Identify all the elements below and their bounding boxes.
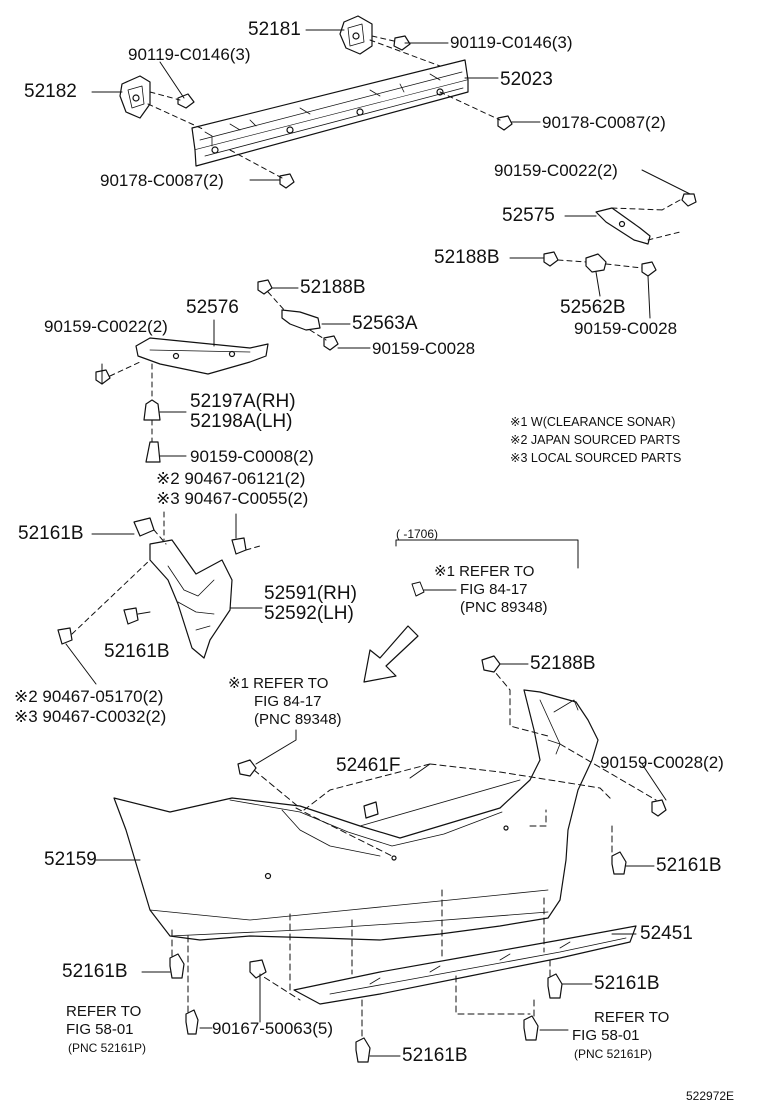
label-90119-c0146-top: 90119-C0146(3) [450,33,573,52]
label-52592: 52592(LH) [264,603,354,624]
ref1-line2: FIG 84-17 [460,581,528,598]
label-52188b-right: 52188B [434,247,500,268]
label-90159-c0008: 90159-C0008(2) [190,447,314,466]
bracket-52576 [95,319,269,401]
label-52461f: 52461F [336,755,401,776]
bracket-52181 [339,15,373,55]
label-52198a: 52198A(LH) [190,411,293,432]
label-52591: 52591(RH) [264,583,357,604]
note-2: ※2 JAPAN SOURCED PARTS [510,433,681,447]
direction-arrow [363,625,419,683]
note-3: ※3 LOCAL SOURCED PARTS [510,451,682,465]
label-52161b-c: 52161B [656,855,722,876]
dashed-leaders-bumper [171,665,657,1047]
ref4-line3: (PNC 52161P) [574,1047,653,1061]
label-90119-c0146-left: 90119-C0146(3) [128,45,251,64]
reinforcement-beam [191,59,469,167]
ref3-line1: REFER TO [66,1003,142,1020]
dashed-leaders-top [147,35,501,179]
label-52161b-b: 52161B [104,641,170,662]
ref4-line1: REFER TO [594,1009,670,1026]
label-90167-50063: 90167-50063(5) [212,1019,333,1038]
leader-lines-top [91,29,541,181]
label-90159-c0028-right: 90159-C0028 [574,319,678,338]
label-52181: 52181 [248,19,301,40]
figure-id: 522972E [686,1089,735,1103]
note-1: ※1 W(CLEARANCE SONAR) [510,415,676,429]
label-52161b-e: 52161B [594,973,660,994]
label-90467-c0032: ※3 90467-C0032(2) [14,707,167,726]
label-52451: 52451 [640,923,693,944]
leader-lines-bumper [95,663,667,1057]
bolts-upper [177,35,513,189]
ref1-line3: (PNC 89348) [460,599,548,616]
label-52575: 52575 [502,205,555,226]
label-90159-c0022-right: 90159-C0022(2) [494,161,618,180]
label-bracket-range: ( -1706) [396,527,439,541]
ref3-line3: (PNC 52161P) [68,1041,147,1055]
bracket-52563a [257,279,371,351]
ref2-line1: ※1 REFER TO [228,675,329,692]
label-90178-c0087-right: 90178-C0087(2) [542,113,666,132]
label-90159-c0028-mid: 90159-C0028 [372,339,476,358]
label-52159: 52159 [44,849,97,870]
label-52188b-mid: 52188B [300,277,366,298]
ref3-line2: FIG 58-01 [66,1021,134,1038]
label-90159-c0022-left: 90159-C0022(2) [44,317,168,336]
label-52562b: 52562B [560,297,626,318]
ref2-line2: FIG 84-17 [254,693,322,710]
label-52188b-low: 52188B [530,653,596,674]
bracket-52562b [509,251,657,319]
label-52563a: 52563A [352,313,418,334]
label-52161b-d: 52161B [62,961,128,982]
label-90467-c0055: ※3 90467-C0055(2) [156,489,309,508]
label-52197a: 52197A(RH) [190,391,296,412]
label-52182: 52182 [24,81,77,102]
label-52161b-f: 52161B [402,1045,468,1066]
bracket-52575 [564,169,697,245]
label-90467-05170: ※2 90467-05170(2) [14,687,164,706]
label-90178-c0087-left: 90178-C0087(2) [100,171,224,190]
ref4-line2: FIG 58-01 [572,1027,640,1044]
ref1-line1: ※1 REFER TO [434,563,535,580]
label-52023: 52023 [500,69,553,90]
label-52161b-a: 52161B [18,523,84,544]
bracket-52182 [119,75,151,119]
lower-spoiler-52451 [293,925,637,1005]
ref2-line3: (PNC 89348) [254,711,342,728]
label-90159-c0028-2: 90159-C0028(2) [600,753,724,772]
label-52576: 52576 [186,297,239,318]
bracket-frame [395,539,579,597]
clip-52197a [143,399,187,463]
side-bracket-52591 [57,511,263,685]
clips-bumper [169,655,667,1063]
label-90467-06121: ※2 90467-06121(2) [156,469,306,488]
bumper-cover-52159 [113,689,599,941]
